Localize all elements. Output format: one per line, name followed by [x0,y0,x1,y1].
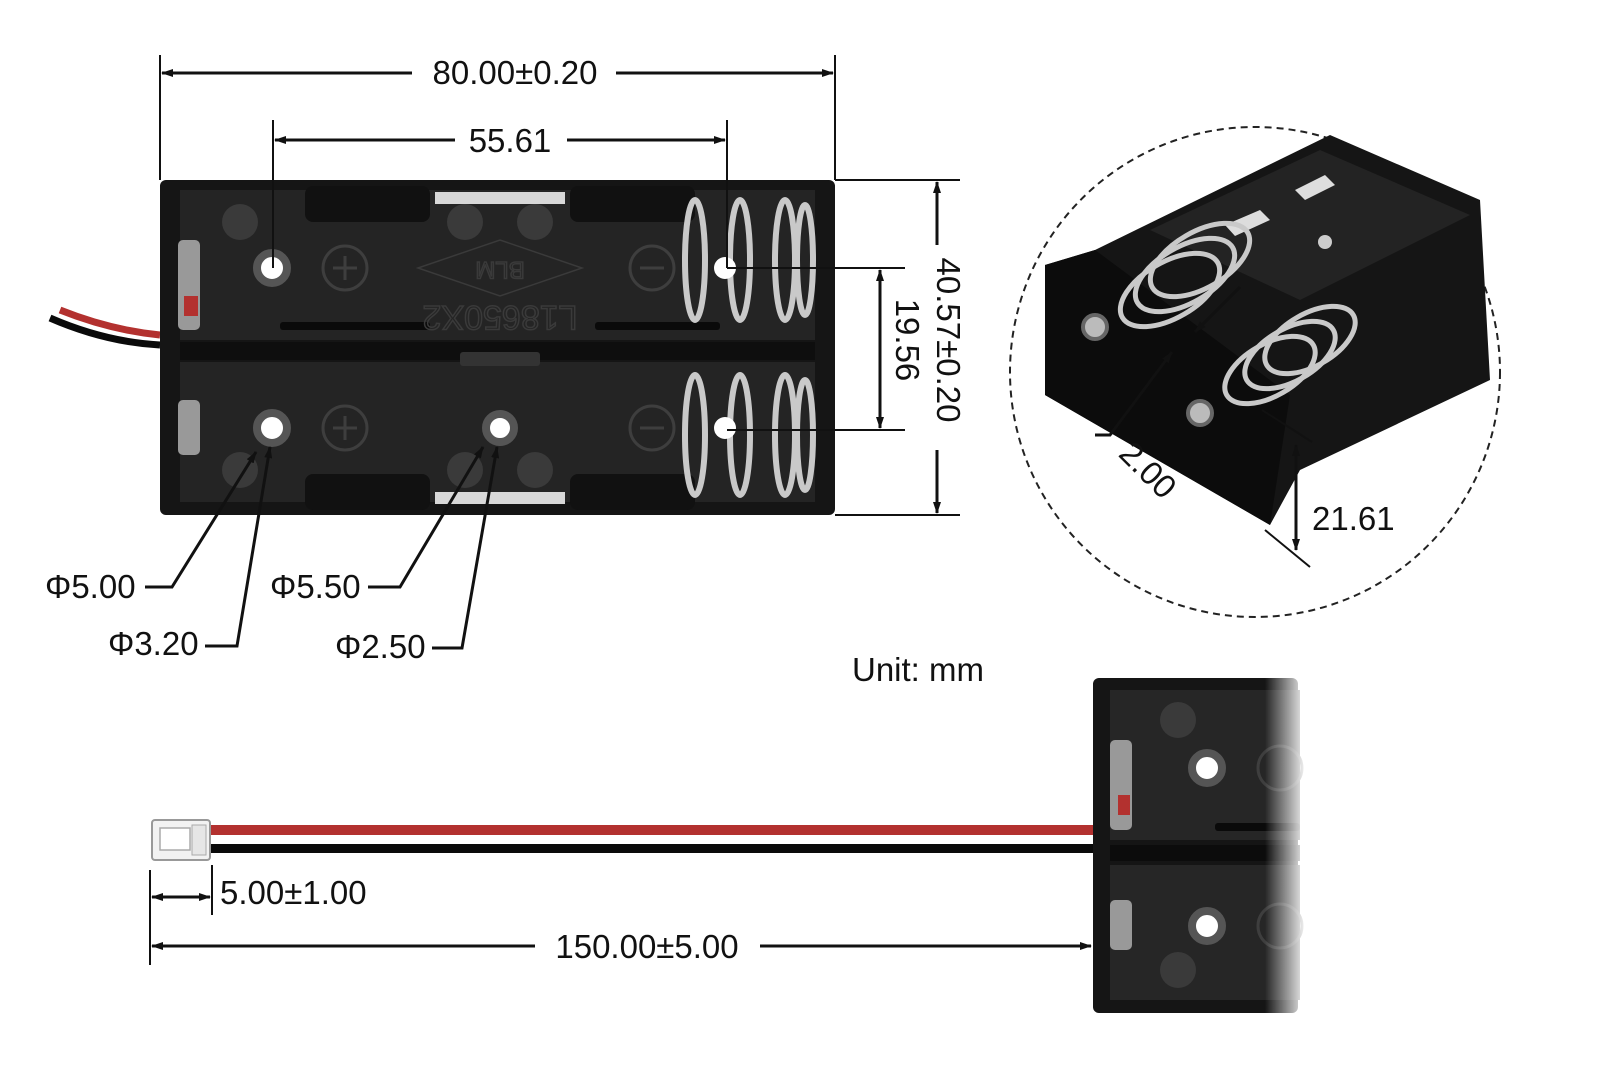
dimension-overall-width: 40.57±0.20 [835,179,967,516]
wall-slot [1295,175,1335,200]
row-spacing-label: 19.56 [889,299,926,382]
overall-width-label: 40.57±0.20 [930,258,967,423]
dimension-connector-length: 5.00±1.00 [149,865,367,965]
overall-length-label: 80.00±0.20 [433,54,598,91]
dimension-overall-length: 80.00±0.20 [159,54,836,180]
side-holder-partial [1093,670,1308,1020]
hole-spacing-label: 55.61 [469,122,552,159]
black-wire [210,844,1095,853]
detail-circle [1009,126,1501,618]
brand-embossed-text: BLM [475,256,524,283]
battery-bay [1150,150,1470,300]
hole-outer-1-label: Φ5.00 [45,568,136,605]
solder-point [184,296,198,316]
red-wire-stub [58,306,161,339]
rib [595,322,720,330]
rivet [1186,399,1214,427]
wall-notch [570,186,695,222]
boss [222,204,258,240]
wall-slot [1225,210,1270,236]
boss [517,452,553,488]
model-embossed-text: L18650X2 [422,298,577,336]
unit-label: Unit: mm [852,651,984,688]
black-wire-stub [48,314,161,349]
wire-length-label: 150.00±5.00 [555,928,738,965]
wall-slot [435,192,565,204]
fade-overlay [1093,670,1308,1020]
center-divider [180,342,815,360]
hole-outer-2-label: Φ5.50 [270,568,361,605]
divider-tab [460,352,540,366]
wire-assembly [151,819,1095,861]
dimension-hole-spacing: 55.61 [272,120,728,268]
mounting-hole [253,409,291,447]
plus-mark-icon [321,244,369,292]
red-wire [210,825,1095,835]
hole-inner-2-label: Φ2.50 [335,628,426,665]
mounting-hole [714,417,736,439]
rib [280,322,430,330]
dimension-row-spacing: 19.56 [727,267,926,431]
dimension-wire-length: 150.00±5.00 [151,928,1092,965]
mounting-hole [714,257,736,279]
hole-callouts: Φ5.00 Φ3.20 Φ5.50 Φ2.50 [45,446,500,665]
wall-notch [305,186,430,222]
hole-inner-1-label: Φ3.20 [108,625,199,662]
height-label: 21.61 [1312,500,1395,537]
rivet [1081,313,1109,341]
boss [447,204,483,240]
top-view-holder: BLM L18650X2 [48,180,835,515]
wall-notch [305,474,430,510]
mounting-hole [482,410,518,446]
mounting-hole [1318,235,1332,249]
detail-view: 2.00 21.61 [1009,126,1501,618]
wall-notch [570,474,695,510]
minus-mark-icon [628,404,676,452]
boss [517,204,553,240]
connector-length-label: 5.00±1.00 [220,874,367,911]
connector-socket [159,827,191,851]
wall-slot [435,492,565,504]
springs [1117,220,1358,407]
plus-mark-icon [321,404,369,452]
contact-plate [178,400,200,455]
contact-plate [178,240,200,330]
brand-diamond-logo [415,239,585,297]
minus-mark-icon [628,244,676,292]
connector-latch [191,824,207,856]
